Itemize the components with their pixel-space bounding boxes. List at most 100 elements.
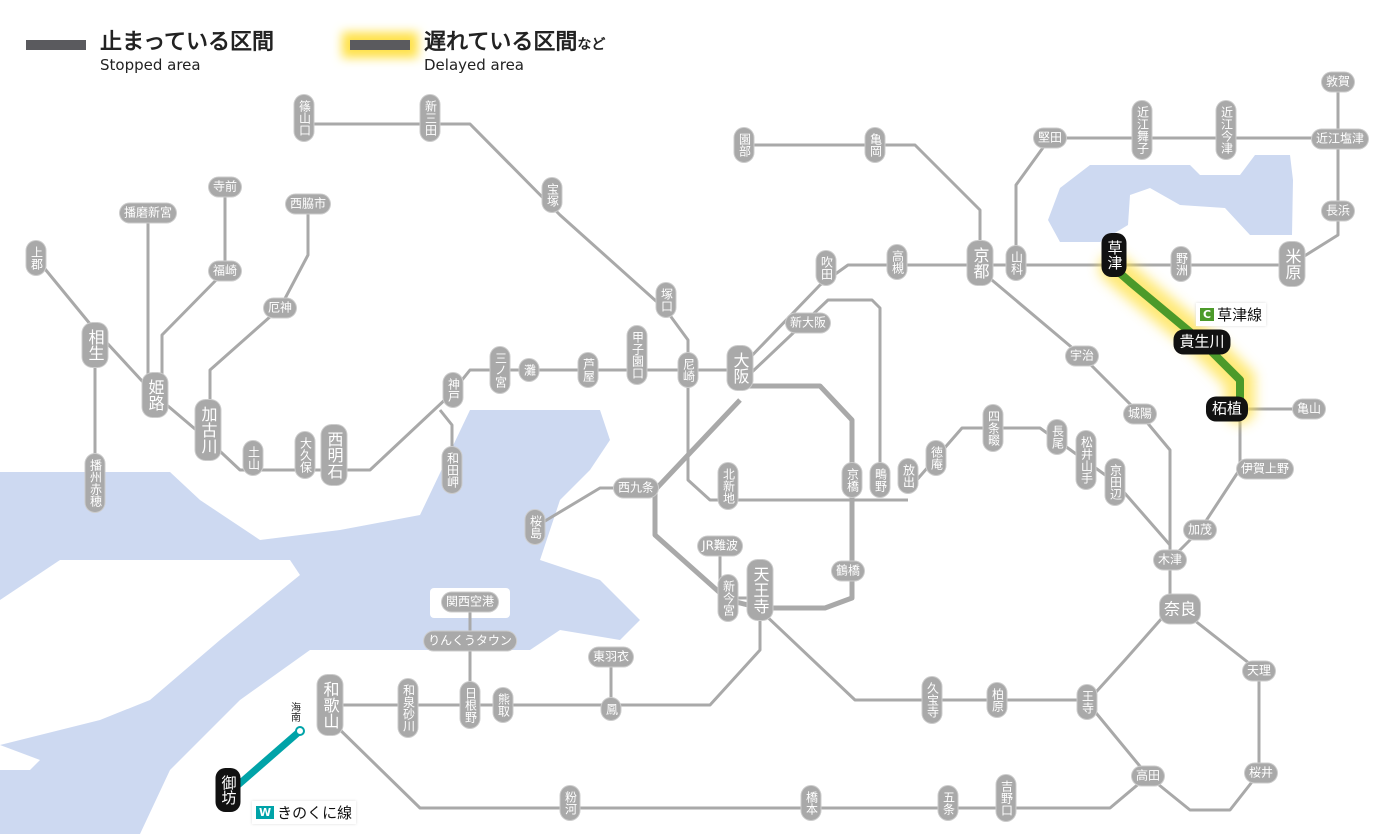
station-加古川[interactable]: 加古川 <box>195 400 221 460</box>
station-西九条[interactable]: 西九条 <box>613 478 659 498</box>
station-城陽[interactable]: 城陽 <box>1123 404 1157 424</box>
station-五条[interactable]: 五条 <box>938 786 958 820</box>
station-和田岬[interactable]: 和田岬 <box>442 447 462 493</box>
station-海南[interactable]: 海南 <box>288 702 300 722</box>
station-敦賀[interactable]: 敦賀 <box>1321 72 1355 92</box>
station-天理[interactable]: 天理 <box>1242 661 1276 681</box>
station-寺前[interactable]: 寺前 <box>208 177 242 197</box>
station-尼崎[interactable]: 尼崎 <box>678 353 698 387</box>
kinokuni-line-tag[interactable]: W きのくに線 <box>252 801 357 824</box>
station-橋本[interactable]: 橋本 <box>801 786 821 820</box>
station-吹田[interactable]: 吹田 <box>816 251 836 285</box>
fukuchiyama-line <box>304 122 908 502</box>
station-大阪[interactable]: 大阪 <box>727 346 753 390</box>
lake-biwa <box>1048 155 1293 242</box>
station-神戸[interactable]: 神戸 <box>443 373 463 407</box>
station-徳庵[interactable]: 徳庵 <box>926 441 946 475</box>
legend-delayed-en: Delayed area <box>424 56 524 74</box>
station-塚口[interactable]: 塚口 <box>656 283 676 317</box>
station-京田辺[interactable]: 京田辺 <box>1105 459 1125 505</box>
station-近江舞子[interactable]: 近江舞子 <box>1132 101 1152 159</box>
station-久宝寺[interactable]: 久宝寺 <box>922 677 942 723</box>
station-天王寺[interactable]: 天王寺 <box>747 560 773 620</box>
station-芦屋[interactable]: 芦屋 <box>578 353 598 387</box>
station-王寺[interactable]: 王寺 <box>1077 685 1097 719</box>
station-姫路[interactable]: 姫路 <box>142 373 168 417</box>
station-厄神[interactable]: 厄神 <box>263 298 297 318</box>
station-京橋[interactable]: 京橋 <box>842 463 862 497</box>
station-上郡[interactable]: 上郡 <box>26 241 46 275</box>
station-山科[interactable]: 山科 <box>1006 246 1026 280</box>
station-和歌山[interactable]: 和歌山 <box>317 675 343 735</box>
station-粉河[interactable]: 粉河 <box>560 786 580 820</box>
station-播磨新宮[interactable]: 播磨新宮 <box>119 203 177 223</box>
station-関西空港[interactable]: 関西空港 <box>441 592 499 612</box>
delayed-swatch <box>350 40 410 50</box>
station-近江塩津[interactable]: 近江塩津 <box>1311 129 1369 149</box>
kansai-line <box>1085 407 1309 704</box>
station-桜井[interactable]: 桜井 <box>1244 763 1278 783</box>
station-和泉砂川[interactable]: 和泉砂川 <box>398 679 418 737</box>
station-亀岡[interactable]: 亀岡 <box>865 128 885 162</box>
station-篠山口[interactable]: 篠山口 <box>294 95 314 141</box>
line-name: きのくに線 <box>277 804 353 822</box>
station-福崎[interactable]: 福崎 <box>208 261 242 281</box>
station-西脇市[interactable]: 西脇市 <box>285 194 331 214</box>
station-灘[interactable]: 灘 <box>519 359 539 381</box>
station-放出[interactable]: 放出 <box>898 459 918 493</box>
station-宇治[interactable]: 宇治 <box>1065 346 1099 366</box>
station-播州赤穂[interactable]: 播州赤穂 <box>85 454 105 512</box>
station-JR難波[interactable]: JR難波 <box>698 536 742 556</box>
station-野洲[interactable]: 野洲 <box>1171 247 1191 281</box>
station-四条畷[interactable]: 四条畷 <box>983 405 1003 451</box>
station-加茂[interactable]: 加茂 <box>1183 520 1217 540</box>
station-伊賀上野[interactable]: 伊賀上野 <box>1236 459 1294 479</box>
station-桜島[interactable]: 桜島 <box>525 510 545 544</box>
station-木津[interactable]: 木津 <box>1153 550 1187 570</box>
station-三ノ宮[interactable]: 三ノ宮 <box>490 347 510 393</box>
station-高田[interactable]: 高田 <box>1131 766 1165 786</box>
station-熊取[interactable]: 熊取 <box>493 688 513 722</box>
station-りんくうタウン[interactable]: りんくうタウン <box>424 631 516 651</box>
station-宝塚[interactable]: 宝塚 <box>542 178 562 212</box>
stopped-swatch <box>26 40 86 50</box>
kainan-station-dot <box>295 726 305 736</box>
station-日根野[interactable]: 日根野 <box>460 682 480 728</box>
station-松井山手[interactable]: 松井山手 <box>1076 431 1096 489</box>
station-東羽衣[interactable]: 東羽衣 <box>588 647 634 667</box>
station-鴫野[interactable]: 鴫野 <box>870 463 890 497</box>
station-近江今津[interactable]: 近江今津 <box>1216 101 1236 159</box>
gakkentoshi-line <box>906 426 1172 546</box>
station-貴生川[interactable]: 貴生川 <box>1173 329 1231 355</box>
station-米原[interactable]: 米原 <box>1279 242 1305 286</box>
station-長尾[interactable]: 長尾 <box>1047 420 1067 454</box>
osaka-loop-line <box>652 383 855 611</box>
station-甲子園口[interactable]: 甲子園口 <box>627 326 647 384</box>
station-柘植[interactable]: 柘植 <box>1205 396 1249 422</box>
station-相生[interactable]: 相生 <box>82 323 108 367</box>
station-堅田[interactable]: 堅田 <box>1033 128 1067 148</box>
station-長浜[interactable]: 長浜 <box>1321 201 1355 221</box>
station-京都[interactable]: 京都 <box>967 241 993 285</box>
station-御坊[interactable]: 御坊 <box>215 768 241 812</box>
station-新今宮[interactable]: 新今宮 <box>718 575 738 621</box>
station-高槻[interactable]: 高槻 <box>887 245 907 279</box>
kusatsu-line-tag[interactable]: C 草津線 <box>1196 303 1267 326</box>
station-新三田[interactable]: 新三田 <box>420 95 440 141</box>
station-柏原[interactable]: 柏原 <box>987 683 1007 717</box>
station-大久保[interactable]: 大久保 <box>295 432 315 478</box>
station-北新地[interactable]: 北新地 <box>718 463 738 509</box>
station-園部[interactable]: 園部 <box>734 128 754 162</box>
station-土山[interactable]: 土山 <box>243 441 263 475</box>
station-鶴橋[interactable]: 鶴橋 <box>831 561 865 581</box>
station-亀山[interactable]: 亀山 <box>1292 399 1326 419</box>
station-奈良[interactable]: 奈良 <box>1159 594 1201 624</box>
station-鳳[interactable]: 鳳 <box>601 698 621 720</box>
station-草津[interactable]: 草津 <box>1101 233 1127 277</box>
station-新大阪[interactable]: 新大阪 <box>785 313 831 333</box>
station-西明石[interactable]: 西明石 <box>321 425 347 485</box>
station-吉野口[interactable]: 吉野口 <box>996 775 1016 821</box>
legend-delayed-jp: 遅れている区間 <box>424 30 578 55</box>
legend-delayed: 遅れている区間など Delayed area <box>350 24 605 74</box>
